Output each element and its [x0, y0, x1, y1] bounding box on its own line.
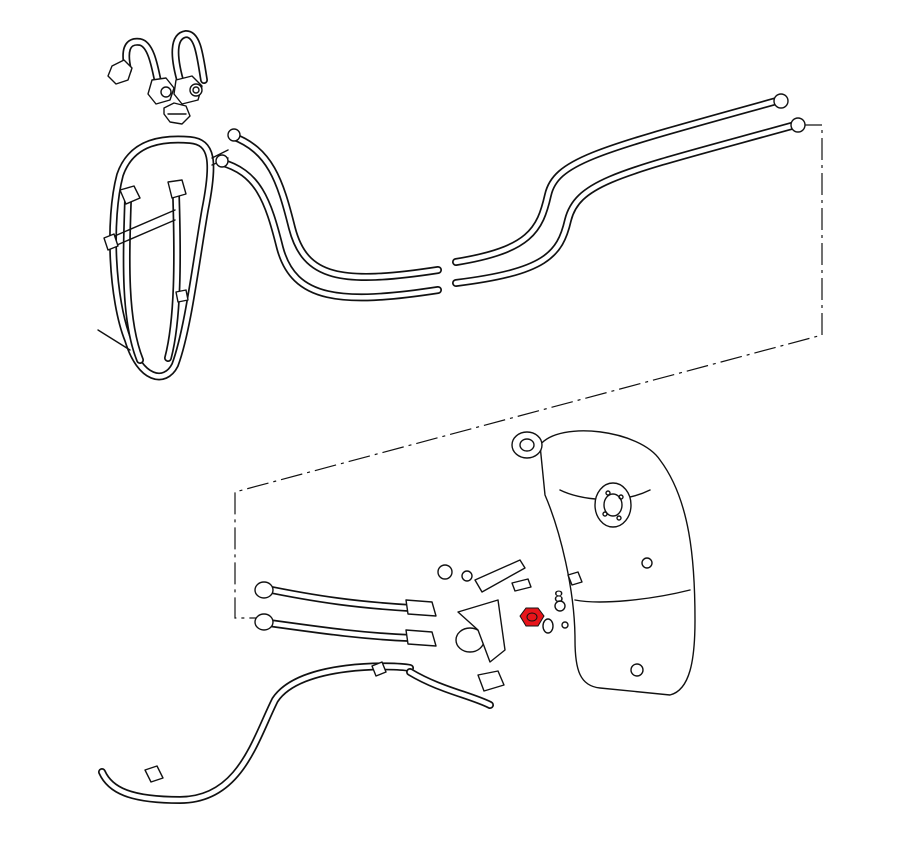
- long-hose-pair-left: [215, 128, 442, 302]
- tank-filler-flange: [594, 482, 632, 528]
- long-hose-pair-right: [452, 93, 806, 287]
- callout-part-8: 8: [554, 587, 563, 606]
- connection-block-area: [437, 559, 583, 663]
- return-hose: [98, 661, 505, 804]
- oil-tank: [511, 430, 696, 696]
- hex-nut-small: [163, 102, 191, 125]
- oil-cooler-loop: [97, 135, 229, 381]
- elbow-fitting-right: [171, 30, 208, 105]
- elbow-fitting-left: [107, 37, 175, 105]
- elbow-fittings-group: [107, 30, 208, 125]
- assembly-reference-lines: [234, 124, 823, 619]
- lower-hose-pair: [254, 581, 437, 647]
- hex-nut-icon: [519, 607, 545, 627]
